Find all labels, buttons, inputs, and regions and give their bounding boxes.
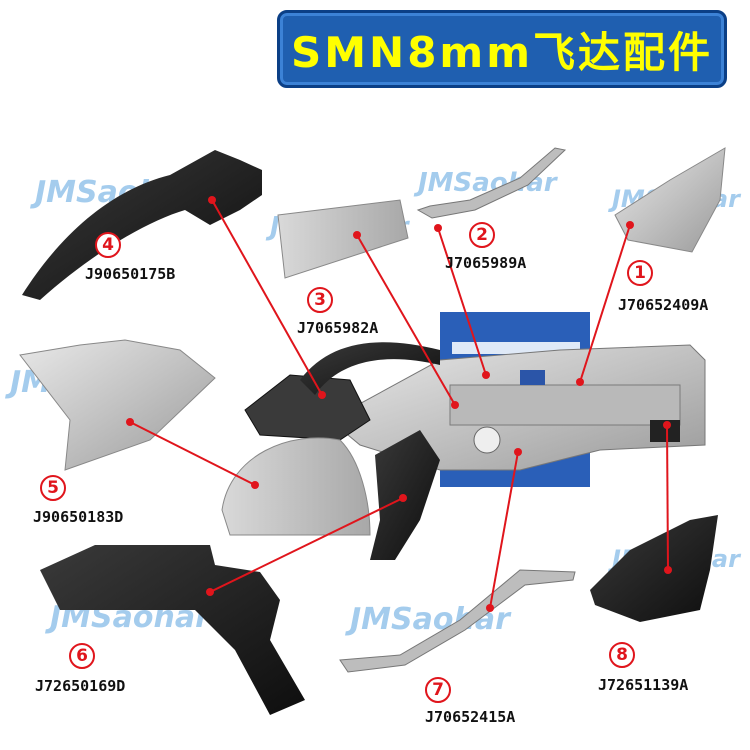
- pointer-dot: [451, 401, 459, 409]
- part-code-label: J7065989A: [445, 254, 527, 272]
- pointer-line-5: [129, 421, 256, 486]
- part-number-marker: 7: [425, 677, 451, 703]
- pointer-line-2: [437, 227, 487, 376]
- part-number-marker: 2: [469, 222, 495, 248]
- pointer-dot: [434, 224, 442, 232]
- part-3-plate: [277, 199, 409, 279]
- pointer-dot: [514, 448, 522, 456]
- pointer-line-7: [489, 451, 519, 609]
- part-6-black-bracket: [40, 545, 305, 715]
- part-number-marker: 3: [307, 287, 333, 313]
- part-code-label: J70652409A: [618, 296, 709, 314]
- part-number-marker: 4: [95, 232, 121, 258]
- part-number-marker: 6: [69, 643, 95, 669]
- part-code-label: J72651139A: [598, 676, 689, 694]
- pointer-dot: [353, 231, 361, 239]
- part-code-label: J7065982A: [297, 319, 379, 337]
- pointer-dot: [126, 418, 134, 426]
- pointer-dot: [663, 421, 671, 429]
- feeder-handle: [300, 342, 440, 395]
- part-5-reel-cover: [19, 339, 216, 471]
- feeder-assembly: [221, 312, 706, 560]
- pointer-dot: [576, 378, 584, 386]
- pointer-dot: [399, 494, 407, 502]
- part-number-marker: 8: [609, 642, 635, 668]
- part-number-marker: 5: [40, 475, 66, 501]
- part-8-black-cover: [590, 515, 718, 622]
- pointer-line-1: [579, 224, 631, 383]
- page-title: SMN8mm飞达配件: [291, 27, 713, 77]
- feeder-rail: [449, 384, 681, 426]
- title-banner: SMN8mm飞达配件: [277, 10, 727, 88]
- pointer-dot: [251, 481, 259, 489]
- pointer-dot: [208, 196, 216, 204]
- part-code-label: J90650183D: [33, 508, 124, 526]
- blue-block: [520, 370, 545, 385]
- pointer-line-8: [666, 424, 669, 571]
- pointer-dot: [482, 371, 490, 379]
- pointer-dot: [664, 566, 672, 574]
- part-1-sheet: [614, 147, 726, 253]
- part-7-thin-rail: [339, 569, 576, 673]
- pointer-dot: [486, 604, 494, 612]
- sprocket-wheel: [473, 426, 501, 454]
- pointer-line-3: [356, 234, 456, 406]
- black-block: [650, 420, 680, 442]
- part-2-thin-arm: [416, 147, 567, 219]
- pointer-line-4: [211, 199, 323, 396]
- part-code-label: J90650175B: [85, 265, 176, 283]
- pointer-dots: [126, 196, 672, 612]
- feeder-reel-cover: [221, 437, 371, 536]
- pointer-dot: [626, 221, 634, 229]
- pointer-lines: [129, 199, 669, 609]
- pointer-dot: [318, 391, 326, 399]
- part-4-black-lever: [22, 150, 262, 300]
- pointer-line-6: [209, 497, 404, 593]
- part-code-label: J72650169D: [35, 677, 126, 695]
- feeder-handle-base: [244, 374, 371, 441]
- pointer-dot: [206, 588, 214, 596]
- part-number-marker: 1: [627, 260, 653, 286]
- part-code-label: J70652415A: [425, 708, 516, 726]
